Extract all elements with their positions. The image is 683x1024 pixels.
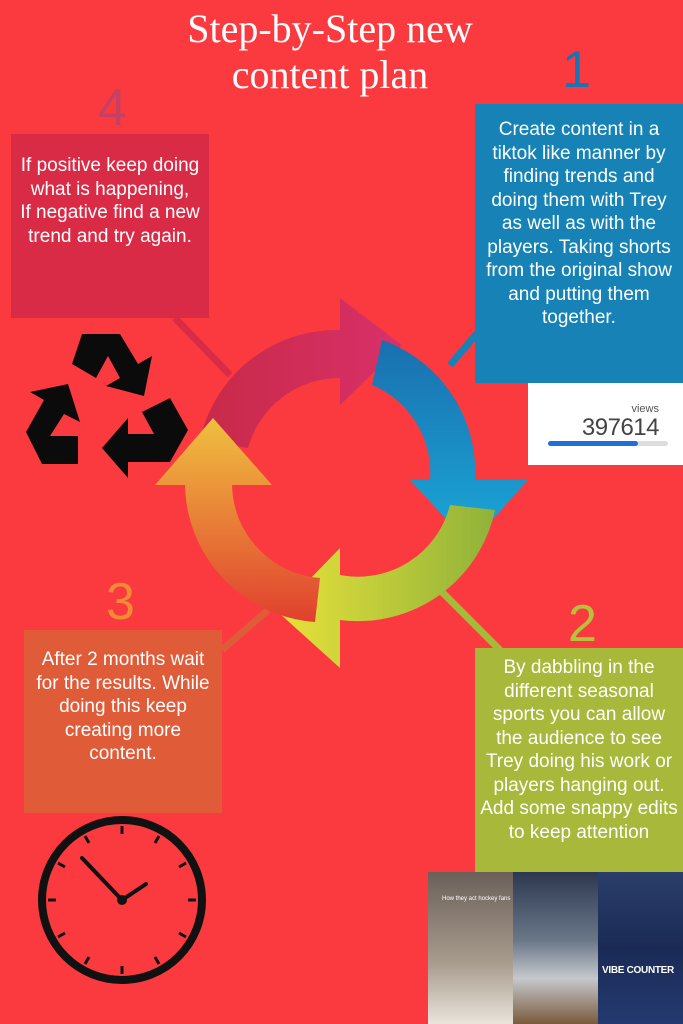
views-progress-fill (548, 441, 638, 446)
clock-icon (38, 816, 206, 984)
step-4-box: If positive keep doing what is happening… (11, 134, 209, 318)
step-1-box: Create content in a tiktok like manner b… (475, 104, 683, 383)
step-3-number: 3 (106, 573, 135, 631)
video-thumbnail-2[interactable] (513, 872, 598, 1024)
step-4-text: If positive keep doing what is happening… (20, 155, 200, 247)
thumbnail-3-caption: VIBE COUNTER (602, 965, 674, 976)
step-4-number: 4 (98, 79, 127, 137)
views-label: views (631, 403, 659, 415)
step-2-box: By dabbling in the different seasonal sp… (475, 648, 683, 872)
step-2-number: 2 (568, 595, 597, 653)
views-counter-widget: views 397614 (528, 383, 683, 465)
page-title: Step-by-Step new content plan (187, 6, 473, 97)
video-thumbnail-1[interactable]: How they act hockey fans (428, 872, 513, 1024)
views-count: 397614 (581, 414, 660, 441)
step-1-number: 1 (562, 41, 591, 99)
views-progress-bar (548, 441, 668, 446)
step-3-box: After 2 months wait for the results. Whi… (24, 630, 222, 813)
recycle-icon (26, 334, 188, 478)
step-1-text: Create content in a tiktok like manner b… (486, 119, 672, 328)
step-3-text: After 2 months wait for the results. Whi… (36, 649, 210, 764)
step-2-text: By dabbling in the different seasonal sp… (480, 657, 678, 843)
thumbnail-1-caption: How they act hockey fans (442, 896, 511, 902)
video-thumbnail-3[interactable]: VIBE COUNTER (598, 872, 683, 1024)
